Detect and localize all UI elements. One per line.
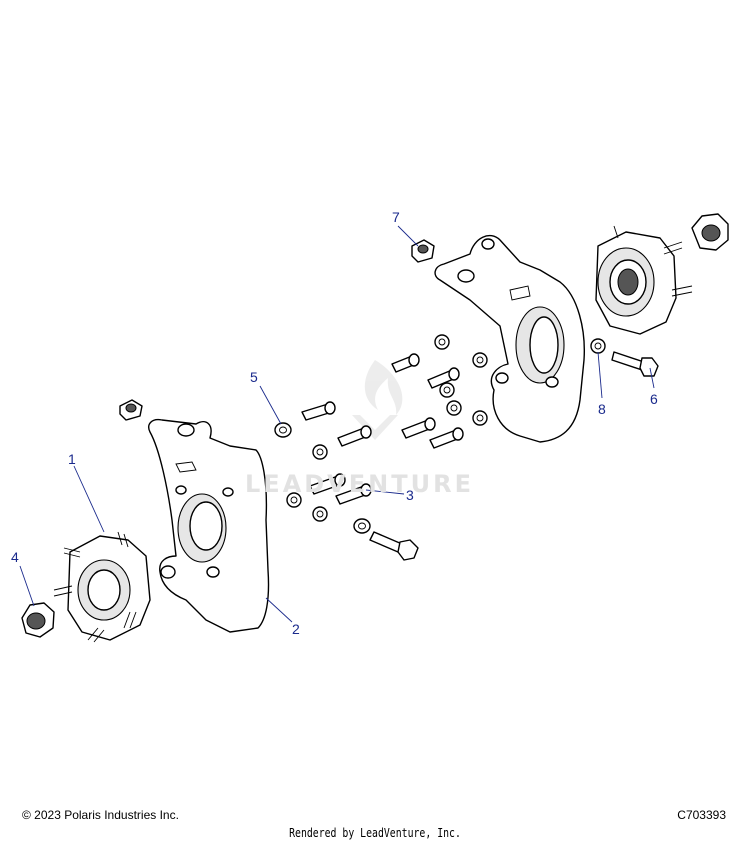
watermark-logo-icon [352, 360, 403, 440]
wheel-hub-left [53, 531, 151, 643]
callout-2: 2 [292, 621, 300, 637]
callout-7: 7 [392, 209, 400, 225]
steering-knuckle-left [148, 418, 270, 633]
washers-and-bolts [274, 334, 659, 561]
leader-lines [19, 225, 655, 623]
bushing-left [119, 399, 143, 421]
callout-5: 5 [250, 369, 258, 385]
flange-nut-left [21, 602, 55, 638]
callout-4: 4 [11, 549, 19, 565]
callout-8: 8 [598, 401, 606, 417]
flange-nut-right [691, 213, 729, 251]
watermark-text: LEADVENTURE [245, 470, 474, 498]
steering-knuckle-right [434, 235, 585, 443]
callout-6: 6 [650, 391, 658, 407]
diagram-code: C703393 [677, 808, 726, 822]
callout-3: 3 [406, 487, 414, 503]
copyright-text: © 2023 Polaris Industries Inc. [22, 808, 179, 822]
rendered-by-text: Rendered by LeadVenture, Inc. [289, 826, 461, 840]
callout-1: 1 [68, 451, 76, 467]
wheel-hub-right [595, 225, 693, 335]
